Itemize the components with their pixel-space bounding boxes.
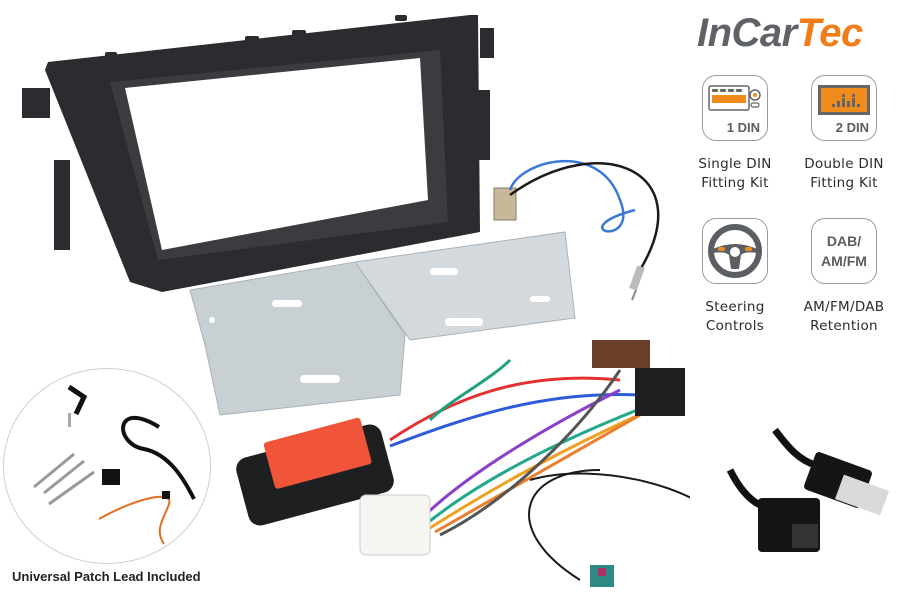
double-din-badge: 2 DIN bbox=[835, 120, 869, 135]
patch-lead-image bbox=[3, 368, 211, 564]
usb-retention-lead bbox=[726, 427, 889, 552]
iso-wiring-harness bbox=[389, 358, 651, 537]
single-din-badge: 1 DIN bbox=[726, 120, 760, 135]
fakra-dab-antenna-adapter bbox=[528, 469, 690, 587]
feature-double-din: 2 DIN Double DIN Fitting Kit bbox=[794, 75, 894, 193]
metal-mounting-brackets bbox=[189, 231, 576, 416]
brand-name-part2: Tec bbox=[796, 11, 863, 55]
double-din-radio-icon: 2 DIN bbox=[811, 75, 877, 141]
dab-am-fm-icon: DAB/ AM/FM bbox=[811, 218, 877, 284]
feature-label: Single DIN Fitting Kit bbox=[698, 156, 772, 191]
single-din-radio-icon: 1 DIN bbox=[702, 75, 768, 141]
feature-label: Steering Controls bbox=[705, 299, 765, 334]
feature-single-din: 1 DIN Single DIN Fitting Kit bbox=[685, 75, 785, 193]
brand-name-part1: InCar bbox=[697, 11, 797, 55]
antenna-adapter-lead bbox=[493, 160, 660, 301]
brand-logo: InCarTec bbox=[697, 8, 863, 58]
feature-label: AM/FM/DAB Retention bbox=[803, 299, 885, 334]
feature-steering-controls: Steering Controls bbox=[685, 218, 785, 336]
patch-lead-caption: Universal Patch Lead Included bbox=[12, 569, 201, 584]
double-din-fascia-panel bbox=[22, 15, 494, 292]
kit-contents-illustration bbox=[22, 15, 690, 587]
steering-control-interface bbox=[236, 417, 394, 526]
feature-dab-retention: DAB/ AM/FM AM/FM/DAB Retention bbox=[794, 218, 894, 336]
feature-label: Double DIN Fitting Kit bbox=[804, 156, 884, 191]
steering-wheel-icon bbox=[702, 218, 768, 284]
